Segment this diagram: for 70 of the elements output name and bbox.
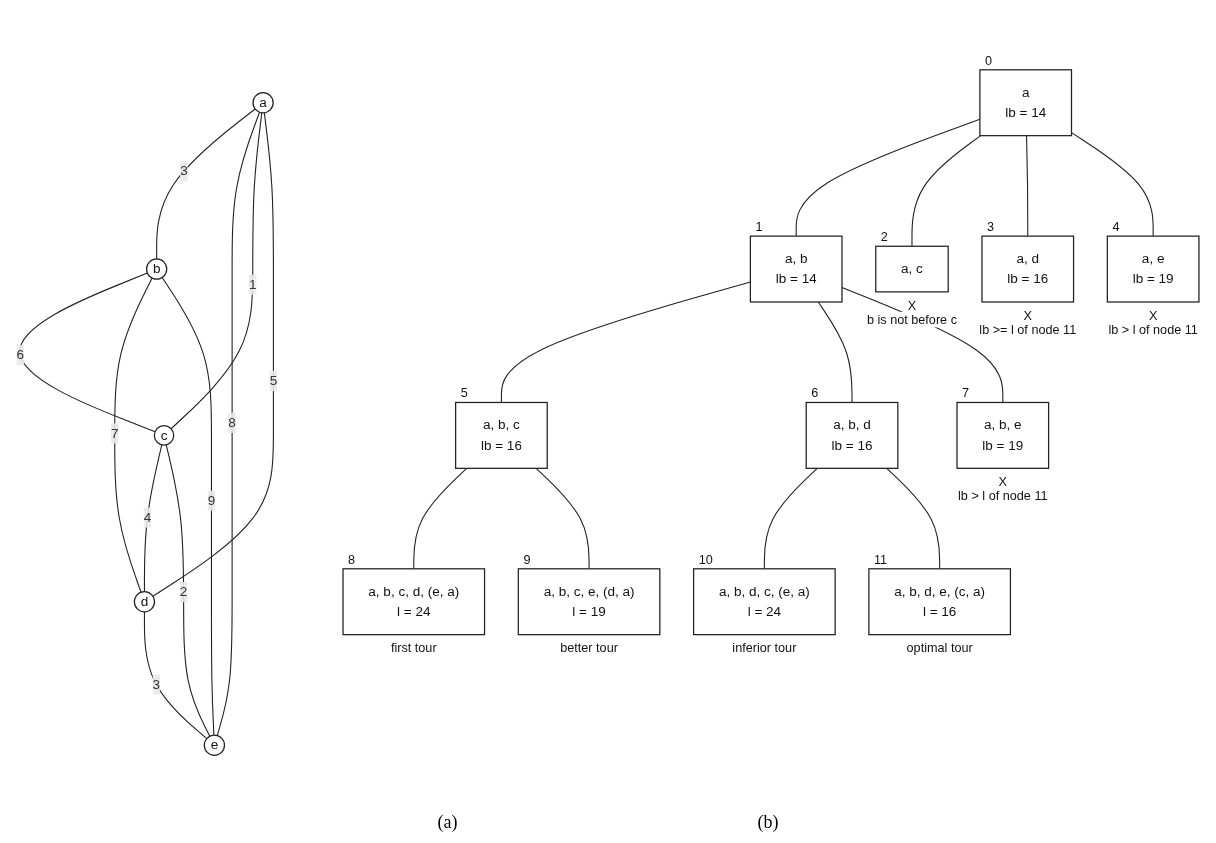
node-note: lb >= l of node 11: [979, 323, 1077, 338]
node-note: b is not before c: [866, 312, 957, 327]
node-box: a, e lb = 19: [1106, 235, 1200, 303]
node-circle: d: [133, 591, 156, 613]
node-number: 1: [755, 220, 763, 235]
node-number: 11: [873, 552, 888, 567]
node-note: first tour: [390, 641, 437, 656]
edge-label: 3: [152, 676, 161, 692]
node-box: a, c: [875, 245, 949, 293]
node-number: 7: [962, 386, 970, 401]
connector: [216, 111, 261, 737]
node-note: lb > l of node 11: [1108, 323, 1198, 338]
node-number: 0: [984, 53, 992, 68]
connector: [886, 467, 941, 570]
node-number: 3: [987, 220, 995, 235]
cross-mark: X: [907, 298, 917, 313]
connector: [161, 276, 215, 736]
connector: [143, 444, 163, 593]
cross-mark: X: [1023, 308, 1032, 323]
node-box: a, b, c, e, (d, a) l = 19: [517, 568, 661, 636]
connector: [143, 611, 208, 740]
node-box: a, d lb = 16: [981, 235, 1075, 303]
connector: [114, 277, 153, 593]
connector: [165, 444, 211, 737]
node-number: 4: [1112, 220, 1120, 235]
node-note: inferior tour: [732, 641, 797, 656]
edge-label: 4: [143, 509, 152, 525]
node-box: a, b, c lb = 16: [455, 401, 548, 469]
edge-label: 6: [16, 347, 24, 363]
connector: [535, 467, 590, 570]
node-circle: c: [153, 425, 175, 446]
connector: [763, 467, 818, 570]
connector: [413, 467, 468, 570]
node-circle: b: [145, 258, 168, 280]
node-note: optimal tour: [906, 641, 973, 656]
edge-label: 1: [248, 276, 257, 292]
node-number: 10: [698, 552, 713, 567]
connector: [19, 272, 156, 433]
node-box: a, b lb = 14: [749, 235, 843, 303]
node-circle: e: [203, 734, 226, 756]
node-number: 8: [348, 552, 356, 567]
node-box: a lb = 14: [979, 69, 1073, 137]
node-box: a, b, e lb = 19: [956, 401, 1050, 469]
panel-label: (b): [757, 812, 779, 833]
node-box: a, b, c, d, (e, a) l = 24: [342, 568, 486, 636]
node-note: lb > l of node 11: [958, 489, 1048, 504]
node-number: 6: [811, 386, 819, 401]
edge-label: 3: [180, 163, 188, 178]
edge-label: 7: [110, 425, 119, 441]
node-number: 5: [460, 386, 468, 401]
connector: [911, 135, 982, 247]
node-box: a, b, d, c, (e, a) l = 24: [692, 568, 836, 636]
node-box: a, b, d, e, (c, a) l = 16: [868, 568, 1012, 636]
connector: [1025, 135, 1029, 237]
edge-label: 8: [228, 415, 236, 430]
connector: [500, 281, 751, 404]
cross-mark: X: [1148, 308, 1158, 323]
edge-label: 2: [179, 584, 188, 599]
connector: [170, 112, 263, 430]
node-box: a, b, d lb = 16: [805, 401, 899, 469]
connector: [156, 108, 256, 260]
connector: [817, 301, 853, 404]
panel-label: (a): [437, 812, 458, 833]
node-note: better tour: [560, 641, 618, 656]
node-number: 9: [523, 552, 531, 567]
node-circle: a: [252, 92, 274, 114]
cross-mark: X: [998, 475, 1008, 490]
edge-label: 5: [269, 373, 278, 388]
edge-label: 9: [207, 493, 216, 508]
node-number: 2: [880, 230, 888, 245]
